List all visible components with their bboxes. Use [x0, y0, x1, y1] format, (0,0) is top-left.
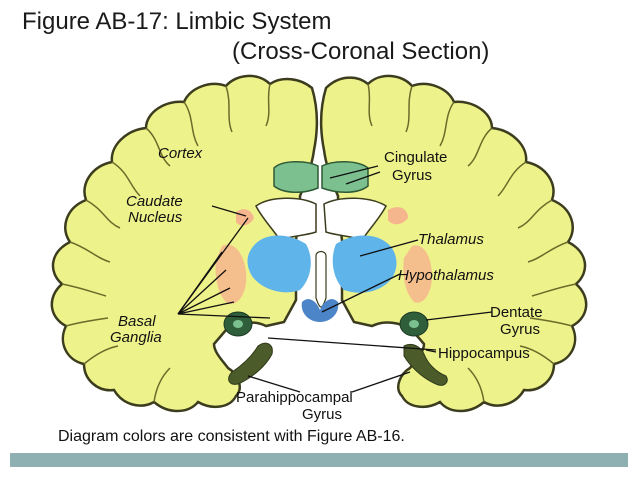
- figure-title: Figure AB-17: Limbic System: [22, 8, 332, 35]
- label-hippocampus: Hippocampus: [438, 345, 530, 362]
- label-basal-1: Basal: [118, 313, 156, 330]
- label-cortex: Cortex: [158, 145, 203, 162]
- cingulate-gyrus-left: [273, 161, 319, 193]
- label-caudate-2: Nucleus: [128, 209, 183, 226]
- label-dentate-2: Gyrus: [500, 321, 540, 338]
- left-hemisphere: [50, 74, 318, 413]
- label-cingulate-1: Cingulate: [384, 149, 447, 166]
- ventricle-right: [323, 197, 387, 241]
- label-parahippocampal-1: Parahippocampal: [236, 389, 353, 406]
- hippocampus-left: [228, 342, 273, 385]
- dentate-gyrus-right-inner: [409, 320, 419, 328]
- basal-ganglia-left: [215, 244, 247, 305]
- caudate-nucleus-left: [236, 209, 254, 226]
- right-hemisphere: [320, 74, 588, 413]
- label-caudate-1: Caudate: [126, 193, 183, 210]
- ventricle-left: [255, 197, 317, 241]
- figure-subtitle: (Cross-Coronal Section): [232, 38, 490, 65]
- basal-ganglia-right: [403, 245, 432, 303]
- footer-bar: [10, 453, 628, 467]
- dentate-gyrus-left-inner: [233, 320, 243, 328]
- caudate-nucleus-right: [388, 207, 408, 225]
- leader-lines: [177, 165, 493, 393]
- figure-caption: Diagram colors are consistent with Figur…: [58, 428, 405, 445]
- label-cingulate-2: Gyrus: [392, 167, 432, 184]
- label-dentate-1: Dentate: [490, 304, 543, 321]
- cingulate-gyrus-right: [321, 161, 369, 193]
- label-thalamus: Thalamus: [418, 231, 484, 248]
- label-parahippocampal-2: Gyrus: [302, 406, 342, 423]
- label-basal-2: Ganglia: [110, 329, 162, 346]
- label-hypothalamus: Hypothalamus: [398, 267, 494, 284]
- hypothalamus: [301, 299, 339, 322]
- thalamus-left: [247, 235, 311, 293]
- sulci-lines: [61, 83, 577, 403]
- third-ventricle: [315, 250, 327, 308]
